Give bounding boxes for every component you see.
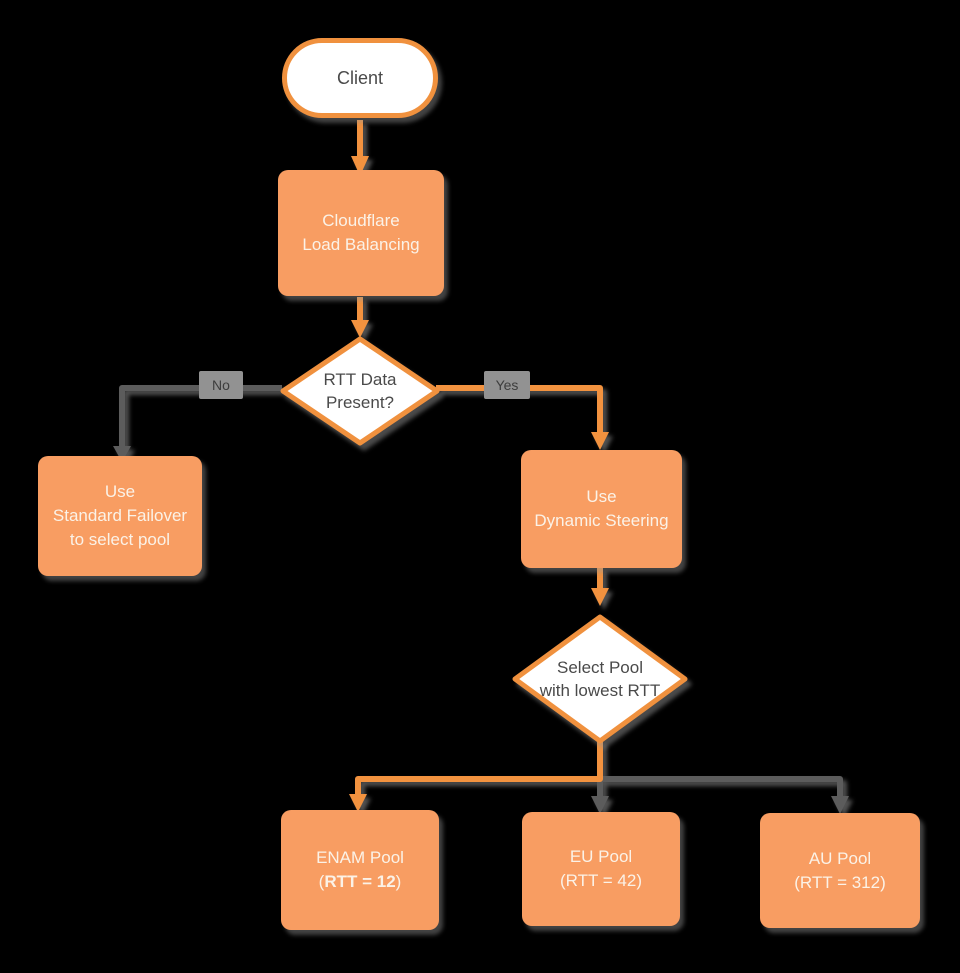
dynamic-steering-line2: Dynamic Steering [534, 511, 669, 530]
pool-decision-label: Select Pool with lowest RTT [539, 658, 661, 700]
edge-pool-to-enam [355, 741, 603, 796]
enam-pool-node: ENAM Pool (RTT = 12) [281, 810, 439, 930]
client-label: Client [336, 67, 384, 88]
arrowhead-pool-decision [591, 588, 609, 606]
load-balancer-label-line1: Cloudflare [322, 211, 400, 230]
arrowhead-rtt-decision [351, 320, 369, 338]
arrowhead-failover [113, 446, 131, 462]
arrowhead-au [831, 796, 849, 814]
eu-pool-node: EU Pool (RTT = 42) [522, 812, 680, 926]
edge-no-label: No [199, 371, 243, 399]
client-node: Client [282, 38, 438, 118]
standard-failover-line1: Use [104, 482, 136, 501]
load-balancer-node: Cloudflare Load Balancing [278, 170, 444, 296]
au-pool-line1: AU Pool [808, 848, 872, 868]
enam-pool-line2: (RTT = 12) [318, 872, 402, 891]
enam-pool-rtt-value: RTT = 12 [324, 872, 396, 891]
enam-pool-line1: ENAM Pool [316, 848, 404, 867]
dynamic-steering-line1: Use [586, 487, 617, 506]
rtt-decision-label: RTT Data Present? [323, 370, 397, 412]
pool-decision-node: Select Pool with lowest RTT [510, 612, 690, 746]
edge-yes-label: Yes [484, 371, 530, 399]
eu-pool-line2: (RTT = 42) [559, 871, 643, 890]
standard-failover-line3: to select pool [69, 530, 171, 549]
arrowhead-enam [349, 794, 367, 812]
arrowhead-eu [591, 796, 609, 814]
standard-failover-line2: Standard Failover [52, 506, 188, 525]
rtt-decision-diamond-shape [280, 336, 440, 446]
standard-failover-node: Use Standard Failover to select pool [38, 456, 202, 576]
arrowhead-dynamic [591, 432, 609, 450]
edge-pool-to-au [600, 776, 843, 798]
eu-pool-line1: EU Pool [569, 847, 633, 866]
pool-decision-diamond-shape [512, 614, 688, 744]
load-balancer-label-line2: Load Balancing [302, 235, 420, 254]
arrowhead-lb [351, 156, 369, 176]
au-pool-line2: (RTT = 312) [794, 872, 886, 892]
au-pool-node: AU Pool (RTT = 312) [760, 813, 920, 928]
dynamic-steering-node: Use Dynamic Steering [521, 450, 682, 568]
rtt-decision-node: RTT Data Present? [278, 334, 442, 448]
